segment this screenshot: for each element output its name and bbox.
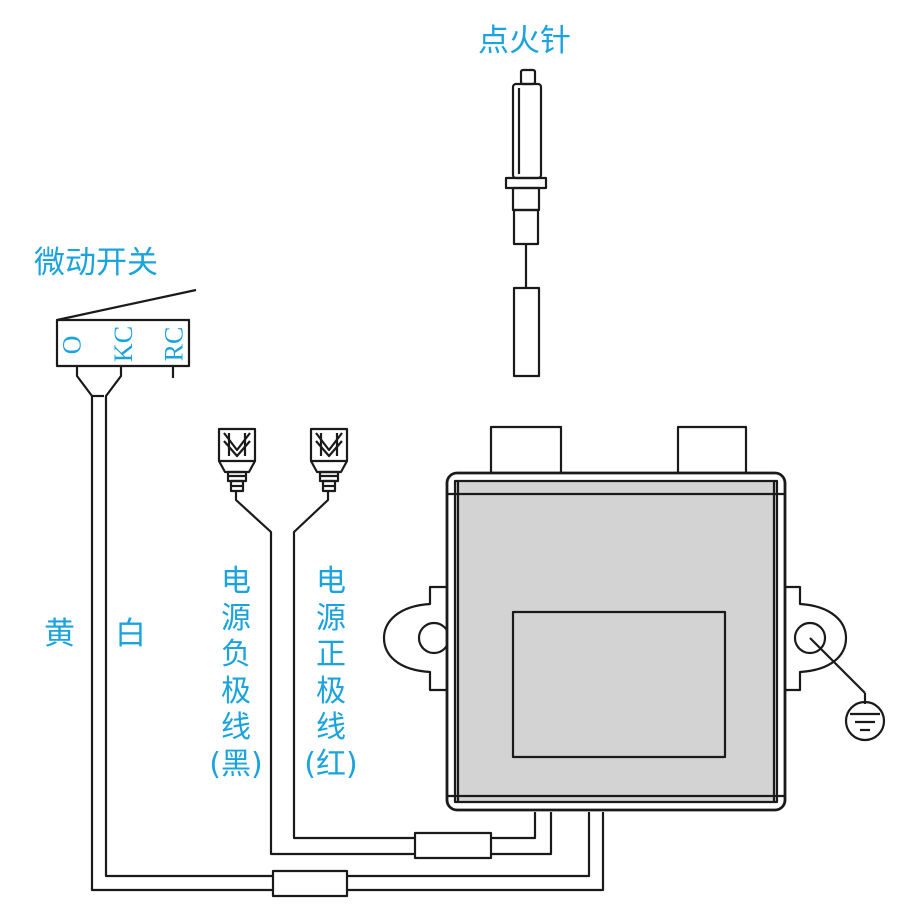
micro-switch xyxy=(55,288,197,378)
power-negative-char: 线 xyxy=(221,710,251,746)
power-negative-char: 极 xyxy=(221,673,251,709)
yellow-wire-label: 黄 xyxy=(44,616,75,652)
micro-switch-label: 微动开关 xyxy=(34,245,158,281)
positive-wire xyxy=(292,491,415,840)
negative-wire xyxy=(234,491,415,856)
power-positive-char: 正 xyxy=(316,637,346,673)
power-positive-label: 电 源 正 极 线 (红) xyxy=(301,564,361,784)
power-positive-char: 电 xyxy=(316,564,346,599)
control-module xyxy=(382,425,848,812)
terminal-kc: KC xyxy=(109,325,139,363)
positive-plug xyxy=(309,427,349,493)
ignition-needle xyxy=(504,68,548,378)
terminal-o: O xyxy=(57,335,87,355)
terminal-rc: RC xyxy=(159,326,189,362)
power-negative-color: (黑) xyxy=(209,746,263,782)
power-negative-char: 源 xyxy=(221,600,251,636)
ground-symbol xyxy=(809,637,886,742)
ignition-needle-label: 点火针 xyxy=(478,23,571,59)
power-positive-char: 极 xyxy=(316,673,346,709)
negative-plug xyxy=(217,427,257,493)
white-wire-label: 白 xyxy=(115,616,146,652)
connector-sleeve-upper xyxy=(413,831,493,860)
white-wire xyxy=(104,366,273,878)
power-positive-color: (红) xyxy=(304,746,358,782)
power-negative-label: 电 源 负 极 线 (黑) xyxy=(206,564,266,784)
power-positive-char: 线 xyxy=(316,710,346,746)
power-negative-char: 电 xyxy=(221,564,251,599)
connector-sleeve-lower xyxy=(271,869,349,898)
power-negative-char: 负 xyxy=(221,637,251,673)
power-positive-char: 源 xyxy=(316,600,346,636)
